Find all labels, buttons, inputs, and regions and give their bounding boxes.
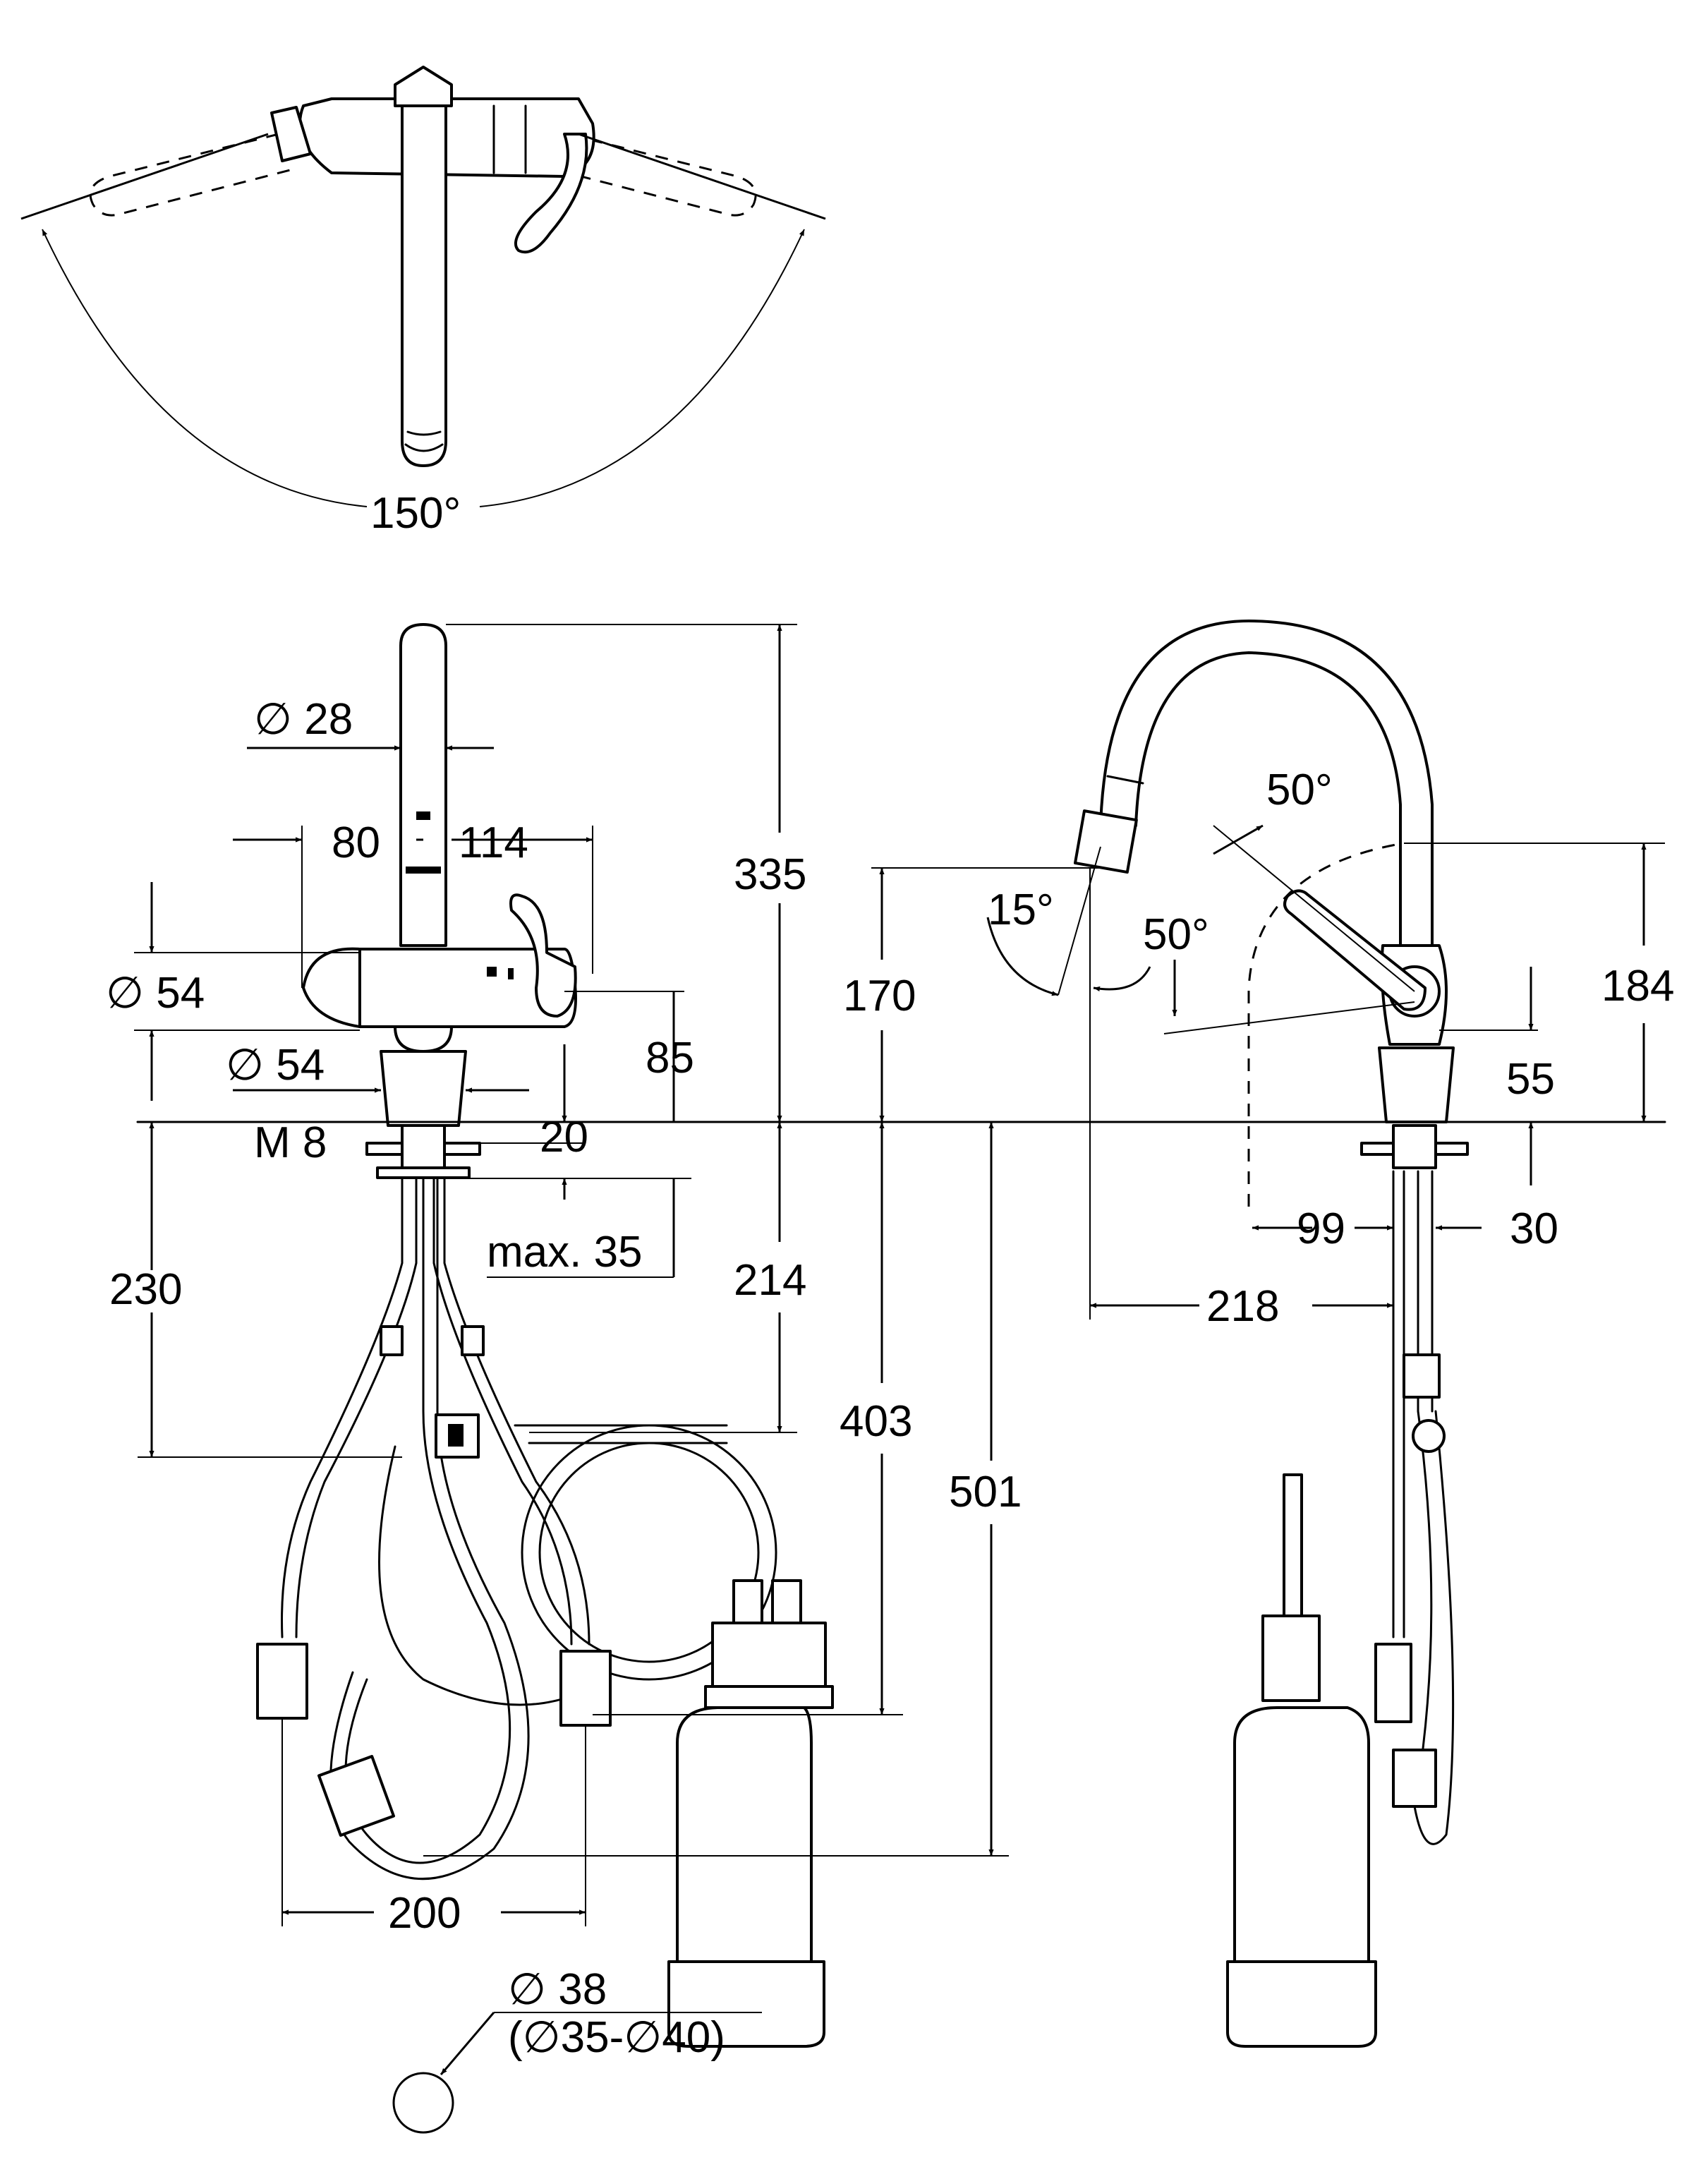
dim-20-label: 20 (540, 1113, 588, 1161)
angle-50-lower-arc (1093, 966, 1151, 992)
body-diameter-label: ∅ 54 (106, 969, 205, 1018)
side-hose-3 (1413, 1170, 1455, 1845)
hole-leader (440, 2012, 495, 2075)
filter-bracket (711, 1622, 827, 1688)
hose-right (432, 1177, 573, 1646)
mounting-hole-circle (392, 2072, 454, 2134)
side-spray-weight (1392, 1749, 1437, 1808)
dim-55-label: 55 (1506, 1055, 1555, 1104)
aerator-knob-top (270, 106, 312, 162)
lever-handle-front (509, 893, 577, 1018)
side-filter-cap (1226, 1960, 1377, 2048)
tee-valve-mark (448, 1424, 464, 1447)
side-lever (1283, 889, 1427, 1011)
dim-85-label: 85 (646, 1034, 694, 1082)
dim-501-label: 501 (949, 1468, 1022, 1516)
side-coupling (1403, 1353, 1441, 1399)
dim-80-label: 80 (332, 819, 380, 867)
dim-214-label: 214 (734, 1256, 806, 1305)
side-connector (1374, 1643, 1412, 1723)
swivel-angle-arc (42, 229, 368, 507)
spout-right-position (553, 133, 757, 217)
dim-403-label: 403 (840, 1397, 912, 1446)
spout-diameter-label: ∅ 28 (254, 695, 353, 744)
spout-end (404, 443, 444, 452)
side-filter-stem (1283, 1473, 1303, 1617)
side-filter-bracket (1261, 1614, 1321, 1702)
swivel-angle-arc-right (479, 229, 805, 507)
mounting-washer (376, 1166, 471, 1179)
dim-230-label: 230 (109, 1265, 182, 1314)
dim-170-label: 170 (843, 972, 916, 1020)
hose-left (281, 1177, 404, 1638)
dim-30-label: 30 (1510, 1205, 1558, 1253)
dim-184-label: 184 (1601, 962, 1674, 1010)
lever-swing-arc (1247, 842, 1405, 1207)
spray-mark-2 (406, 867, 441, 874)
connector-nut-right (559, 1650, 612, 1727)
body-neck-front (394, 1025, 453, 1053)
side-view: 50° 15° 50° 170 184 55 99 30 (843, 620, 1674, 2048)
hose-right-inner (443, 1177, 590, 1646)
dim-218-label: 218 (1206, 1282, 1279, 1331)
pullout-head (1073, 809, 1138, 874)
dim-335-label: 335 (734, 850, 806, 899)
angle-15-label: 15° (988, 886, 1054, 934)
spray-weight (317, 1755, 395, 1837)
gooseneck-spout (1099, 620, 1434, 947)
angle-50-lower-label: 50° (1143, 910, 1209, 959)
thread-label: M 8 (254, 1118, 327, 1167)
hole-range-label: (∅35-∅40) (508, 2013, 725, 2062)
angle-15-arc (986, 917, 1059, 996)
max-thickness-label: max. 35 (487, 1228, 643, 1276)
connector-nut-left (256, 1643, 308, 1720)
faucet-base-front (380, 1050, 467, 1127)
dim-99-label: 99 (1297, 1205, 1345, 1253)
hose-left-inner (295, 1177, 418, 1638)
dim-line-50-top (1213, 824, 1264, 855)
spout-front (399, 623, 447, 947)
aerator-knob-front (302, 947, 361, 1028)
dim-200-label: 200 (388, 1889, 461, 1938)
top-view: 150° (20, 66, 826, 538)
lever-axis (1213, 825, 1415, 992)
filter-cap (667, 1960, 825, 2048)
lever-lower-line (1163, 1001, 1415, 1034)
hose-loop (378, 1445, 580, 1706)
side-shank (1392, 1124, 1437, 1169)
swivel-limit-left (20, 133, 269, 220)
spout-segment-line (1106, 775, 1144, 785)
spout-axis (1058, 846, 1101, 996)
spout-pivot-top (394, 66, 453, 107)
front-view: ∅ 28 80 114 ∅ 54 ∅ 54 85 335 M 8 (106, 623, 1666, 2134)
side-filter-cartridge (1233, 1706, 1370, 1963)
filter-cartridge (676, 1706, 813, 1963)
filter-head (704, 1685, 834, 1709)
angle-50-top-label: 50° (1266, 766, 1333, 814)
cartridge-mark-2 (508, 968, 514, 979)
spray-mark-1 (416, 811, 430, 820)
side-base (1378, 1046, 1455, 1123)
spout-left-position (89, 133, 293, 217)
spout-outlet (406, 430, 442, 436)
cartridge-mark (487, 967, 497, 977)
spout-top (401, 104, 447, 467)
hole-diameter-label: ∅ 38 (508, 1965, 607, 2014)
hose-coupling-right (461, 1325, 485, 1356)
base-diameter-label: ∅ 54 (226, 1041, 325, 1089)
side-tee-valve (1412, 1419, 1446, 1453)
hose-coupling-left (380, 1325, 404, 1356)
dim-114-label: 114 (459, 819, 528, 867)
lever-handle-top (514, 133, 588, 254)
swivel-limit-right (578, 133, 826, 220)
swivel-angle-label: 150° (370, 489, 461, 538)
